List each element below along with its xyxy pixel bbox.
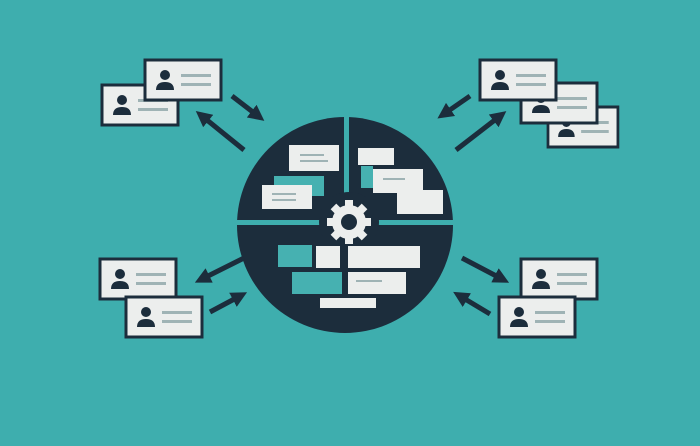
- arrow-icon: [230, 94, 265, 121]
- arrow-icon: [194, 255, 246, 283]
- arrow-icon: [195, 110, 246, 152]
- gear-icon: [327, 200, 371, 244]
- arrow-icon: [454, 111, 507, 152]
- card-group-bottom-right: [497, 257, 599, 339]
- contact-card: [519, 257, 599, 301]
- arrow-icon: [437, 93, 472, 119]
- contact-card: [478, 58, 558, 102]
- arrow-icon: [453, 291, 492, 317]
- contact-card: [143, 58, 223, 102]
- contact-card: [98, 257, 178, 301]
- arrow-icon: [460, 255, 510, 283]
- contact-card: [497, 295, 577, 339]
- card-group-bottom-left: [98, 257, 204, 339]
- arrow-icon: [208, 292, 248, 315]
- card-group-top-right: [478, 58, 620, 149]
- contact-card: [124, 295, 204, 339]
